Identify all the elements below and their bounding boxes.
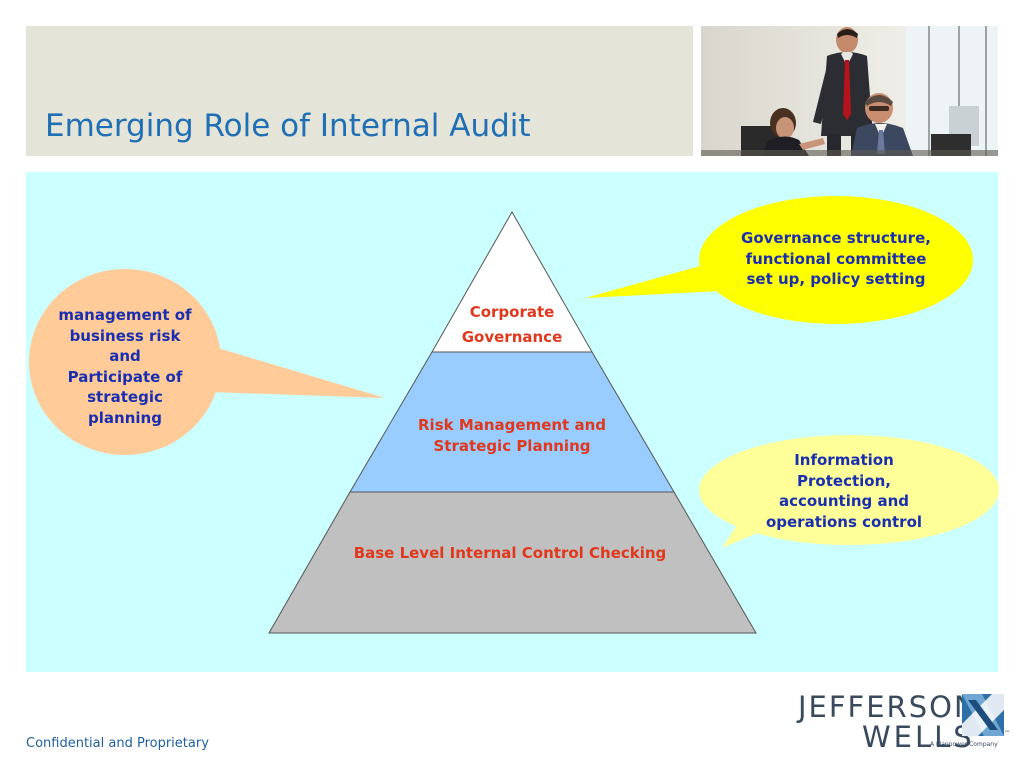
callout-line: set up, policy setting (746, 270, 926, 288)
title-band (26, 26, 693, 156)
tier-label-corporate-governance: Corporate Governance (432, 300, 592, 350)
callout-line: management of (58, 306, 192, 324)
logo-line-1: JEFFERSON (798, 690, 978, 724)
business-meeting-photo (701, 26, 998, 156)
callout-line: functional committee (745, 249, 927, 268)
footer-confidential: Confidential and Proprietary (26, 736, 209, 751)
logo-line-2: WELLS (862, 720, 975, 754)
callout-top-right-text: Governance structure, functional committ… (716, 228, 956, 290)
callout-bottom-right-text: Information Protection, accounting and o… (730, 450, 958, 532)
tier-label-risk-management: Risk Management and Strategic Planning (382, 415, 642, 456)
callout-bottom-right (699, 435, 999, 548)
callout-line: Governance structure, (741, 229, 931, 247)
tier-label-line: Risk Management and (418, 416, 606, 434)
logo-emblem-icon (962, 694, 1004, 736)
tier-label-line: Strategic Planning (433, 436, 591, 455)
callout-line: Participate of (67, 367, 183, 386)
jefferson-wells-logo: JEFFERSON WELLS ™ A Manpower Company (798, 690, 1010, 754)
tier-label-line: Governance (461, 328, 563, 346)
tier-label-base-level: Base Level Internal Control Checking (310, 543, 710, 564)
callout-line: strategic (87, 388, 163, 406)
tier-label-line: Corporate (469, 303, 555, 321)
callout-line: Information (794, 451, 894, 469)
callout-line: business risk (69, 326, 181, 345)
logo-trademark: ™ (1004, 730, 1010, 737)
callout-left-text: management of business risk and Particip… (35, 305, 215, 428)
slide-title: Emerging Role of Internal Audit (45, 108, 531, 144)
callout-line: accounting and (778, 492, 910, 510)
logo-tagline: A Manpower Company (930, 741, 998, 748)
callout-line: and (109, 347, 141, 365)
tier-label-line: Base Level Internal Control Checking (353, 544, 667, 562)
callout-line: operations control (765, 512, 923, 531)
callout-top-right (585, 196, 973, 324)
callout-line: planning (88, 408, 162, 427)
callout-left (29, 269, 385, 455)
pyramid-tier-base-level (268, 491, 757, 634)
callout-line: Protection, (797, 471, 891, 490)
